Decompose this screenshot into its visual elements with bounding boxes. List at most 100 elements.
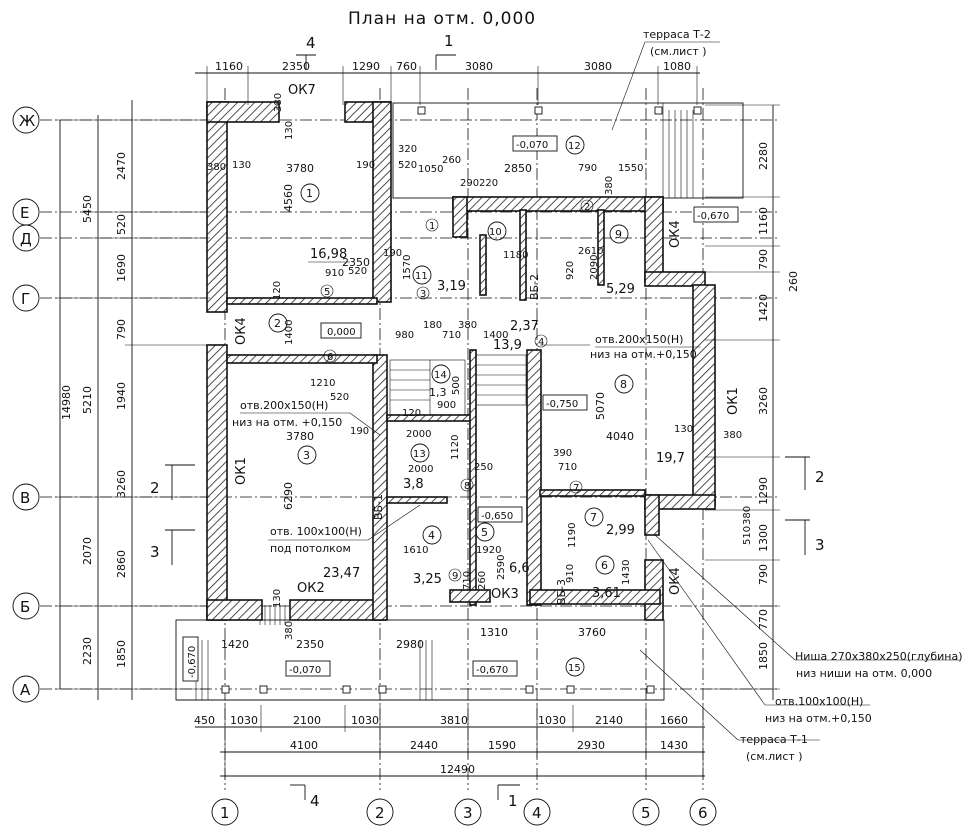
opening-note-label: отв.100х100(Н) <box>775 695 863 708</box>
int-dim-46: 2980 <box>396 638 424 651</box>
axis-label-1: 1 <box>220 804 230 822</box>
room-number-11: 11 <box>415 271 428 282</box>
leader-lines <box>240 344 700 436</box>
int-dim-54: 380 <box>723 430 742 441</box>
int-dim-21: 520 <box>348 266 367 277</box>
section-mark-bottom-left: 4 <box>310 792 320 810</box>
left-dimensions: 14980 5450 5210 2070 2230 2470 520 1690 … <box>55 100 210 700</box>
int-dim-61: 2090 <box>589 255 600 280</box>
axis-label-zh: Ж <box>19 112 35 130</box>
room-number-7: 7 <box>590 511 597 524</box>
axis-label-v: В <box>20 489 30 507</box>
room-number-4: 4 <box>428 529 435 542</box>
int-dim-18: 1570 <box>402 255 413 280</box>
int-dim-60: 2610 <box>578 246 603 257</box>
int-dim-57: 1190 <box>567 523 578 548</box>
int-dim-22: 910 <box>325 268 344 279</box>
axis-label-b: Б <box>20 598 30 616</box>
int-dim-41: 2590 <box>496 555 507 580</box>
niche-level: низ ниши на отм. 0,000 <box>796 667 932 680</box>
dim-left-inner-5: 1940 <box>115 382 128 410</box>
window-ok1-right: ОК1 <box>726 387 741 415</box>
int-dim-13: 790 <box>578 163 597 174</box>
int-dim-52: 4040 <box>606 430 634 443</box>
opening-b-label: отв.200х150(Н) <box>240 399 328 412</box>
int-dim-2: 130 <box>232 160 251 171</box>
dim-bottom-row2-1: 4100 <box>290 739 318 752</box>
area-room-14-small: 1,3 <box>429 386 447 399</box>
area-room-10: 2,37 <box>510 319 539 334</box>
dim-top-1: 1160 <box>215 60 243 73</box>
dim-bottom-row2-5: 1430 <box>660 739 688 752</box>
marker-5: 5 <box>324 287 330 298</box>
dim-top-6: 3080 <box>584 60 612 73</box>
marker-1: 1 <box>429 221 435 232</box>
opening-c-level: под потолком <box>270 542 351 555</box>
area-room-9: 5,29 <box>606 282 635 297</box>
area-room-7: 2,99 <box>606 523 635 538</box>
dim-left-inner-4: 790 <box>115 319 128 340</box>
section-mark-right-3: 3 <box>815 536 825 554</box>
int-dim-28: 380 <box>458 320 477 331</box>
room-number-8: 8 <box>620 378 627 391</box>
niche-callout: Ниша 270х380х250(глубина) низ ниши на от… <box>654 534 963 680</box>
opening-a-level: низ на отм.+0,150 <box>590 348 697 361</box>
window-ok4-right-top: ОК4 <box>668 220 683 248</box>
area-room-13: 3,8 <box>403 477 424 492</box>
int-dim-38: 250 <box>474 462 493 473</box>
marker-8: 8 <box>464 481 470 492</box>
int-dim-4: 190 <box>356 160 375 171</box>
int-dim-3: 3780 <box>286 162 314 175</box>
int-dim-6: 130 <box>284 121 295 140</box>
dim-left-total: 14980 <box>60 385 73 420</box>
beam-vb2: ВБ-2 <box>528 274 541 300</box>
int-dim-16: 290 <box>460 178 479 189</box>
room-number-3: 3 <box>303 449 310 462</box>
int-dim-58: 1430 <box>621 560 632 585</box>
int-dim-65: 500 <box>451 376 462 395</box>
dim-bottom-5: 3810 <box>440 714 468 727</box>
int-dim-44: 1420 <box>221 638 249 651</box>
int-dim-40: 1920 <box>476 545 501 556</box>
room-number-1: 1 <box>306 187 313 200</box>
int-dim-32: 3780 <box>286 430 314 443</box>
int-dim-15: 380 <box>604 176 615 195</box>
marker-3: 3 <box>420 289 426 300</box>
beam-vb1: ВБ-1 <box>372 494 385 520</box>
walls <box>206 101 716 621</box>
opening-c-label: отв. 100х100(Н) <box>270 525 362 538</box>
dim-left-outer-3: 2070 <box>81 537 94 565</box>
int-dim-63: 1180 <box>503 250 528 261</box>
dim-left-inner-1: 2470 <box>115 152 128 180</box>
dim-left-inner-7: 2860 <box>115 550 128 578</box>
marker-9: 9 <box>452 571 458 582</box>
room-number-15: 15 <box>568 663 581 674</box>
room-number-10: 10 <box>489 227 502 238</box>
dim-bottom-3: 2100 <box>293 714 321 727</box>
section-mark-top-left: 4 <box>306 34 316 52</box>
int-dim-1: 380 <box>207 162 226 173</box>
dim-top-7: 1080 <box>663 60 691 73</box>
right-dimensions: 2280 1160 790 260 1420 3260 1290 1300 51… <box>705 104 825 700</box>
dim-left-inner-6: 3260 <box>115 470 128 498</box>
dim-bottom-4: 1030 <box>351 714 379 727</box>
axis-label-2: 2 <box>375 804 385 822</box>
dim-right-11: 790 <box>757 564 770 585</box>
opening-a-label: отв.200х150(Н) <box>595 333 683 346</box>
axis-bubbles-horizontal: Ж Е Д Г В Б А <box>12 106 40 703</box>
int-dim-24: 1400 <box>284 320 295 345</box>
int-dim-10: 1050 <box>418 164 443 175</box>
axis-label-3: 3 <box>463 804 473 822</box>
dim-top-5: 3080 <box>465 60 493 73</box>
int-dim-8: 320 <box>398 144 417 155</box>
int-dim-34: 190 <box>350 426 369 437</box>
room-number-5: 5 <box>481 526 488 539</box>
dim-left-outer-4: 2230 <box>81 637 94 665</box>
int-dim-53: 130 <box>674 424 693 435</box>
dim-bottom-row2-2: 2440 <box>410 739 438 752</box>
int-dim-30: 1210 <box>310 378 335 389</box>
dim-right-4: 260 <box>787 271 800 292</box>
section-mark-left-2: 2 <box>150 479 160 497</box>
level-terrace-far-left: -0,670 <box>187 646 198 678</box>
